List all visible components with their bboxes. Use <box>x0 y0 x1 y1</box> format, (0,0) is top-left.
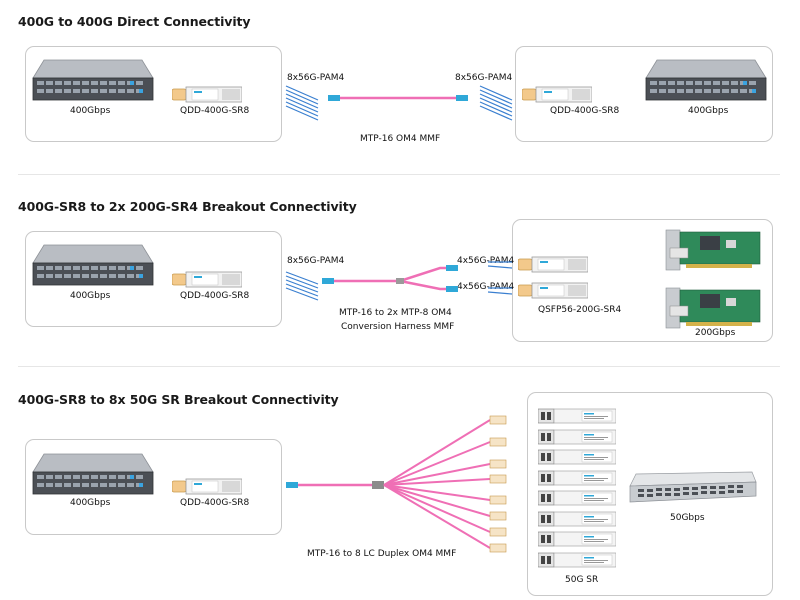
left-module-label: QDD-400G-SR8 <box>180 106 250 116</box>
network-card-icon <box>656 226 764 272</box>
mtp-connector <box>322 278 334 284</box>
cable-label-line1: MTP-16 to 2x MTP-8 OM4 <box>339 308 452 318</box>
lc-fanout <box>383 419 491 549</box>
transceiver-icon <box>518 282 588 299</box>
switch-icon <box>32 58 154 104</box>
right-module-label: 50G SR <box>565 575 599 585</box>
breakout-joint <box>372 481 384 489</box>
switch-icon <box>645 58 767 104</box>
lc-duplex-connector <box>489 415 507 553</box>
section-2-title: 400G-SR8 to 2x 200G-SR4 Breakout Connect… <box>18 199 357 214</box>
sfp-module-icon <box>538 531 616 547</box>
left-signal-label: 8x56G-PAM4 <box>287 256 345 266</box>
switch-icon <box>32 452 154 498</box>
mtp-connector <box>328 95 340 101</box>
left-device-label: 400Gbps <box>70 291 111 301</box>
network-card-icon <box>656 284 764 330</box>
signal-arrows-left <box>285 271 319 301</box>
switch-icon <box>32 243 154 289</box>
transceiver-icon <box>172 271 242 288</box>
left-device-label: 400Gbps <box>70 106 111 116</box>
mtp-connector <box>286 482 298 488</box>
left-module-label: QDD-400G-SR8 <box>180 291 250 301</box>
breakout-joint <box>396 278 404 284</box>
fiber-cable <box>332 266 450 283</box>
right-device-label: 200Gbps <box>695 328 736 338</box>
cable-label: MTP-16 to 8 LC Duplex OM4 MMF <box>307 549 457 559</box>
right-module-label: QSFP56-200G-SR4 <box>538 305 622 315</box>
mtp-connector <box>456 95 468 101</box>
transceiver-icon <box>172 86 242 103</box>
cable-label-line2: Conversion Harness MMF <box>341 322 455 332</box>
sfp-module-icon <box>538 511 616 527</box>
right-signal-top-label: 4x56G-PAM4 <box>457 256 515 266</box>
cable-label: MTP-16 OM4 MMF <box>360 134 441 144</box>
signal-arrows-left <box>285 85 319 121</box>
sfp-module-icon <box>538 490 616 506</box>
right-device-label: 400Gbps <box>688 106 729 116</box>
transceiver-icon <box>172 478 242 495</box>
server-icon <box>628 470 758 510</box>
transceiver-icon <box>518 256 588 273</box>
fiber-cable <box>399 279 450 291</box>
left-module-label: QDD-400G-SR8 <box>180 498 250 508</box>
section-1-title: 400G to 400G Direct Connectivity <box>18 14 251 29</box>
section-3-title: 400G-SR8 to 8x 50G SR Breakout Connectiv… <box>18 392 339 407</box>
sfp-module-icon <box>538 552 616 568</box>
signal-arrows-right <box>479 85 513 121</box>
sfp-module-icon <box>538 429 616 445</box>
transceiver-icon <box>522 86 592 103</box>
sfp-module-icon <box>538 470 616 486</box>
section-divider <box>18 366 780 367</box>
sfp-module-icon <box>538 408 616 424</box>
left-device-label: 400Gbps <box>70 498 111 508</box>
right-device-label: 50Gbps <box>670 513 705 523</box>
right-module-label: QDD-400G-SR8 <box>550 106 620 116</box>
left-signal-label: 8x56G-PAM4 <box>287 73 345 83</box>
right-signal-bottom-label: 4x56G-PAM4 <box>457 282 515 292</box>
section-divider <box>18 174 780 175</box>
sfp-module-icon <box>538 449 616 465</box>
right-signal-label: 8x56G-PAM4 <box>455 73 513 83</box>
